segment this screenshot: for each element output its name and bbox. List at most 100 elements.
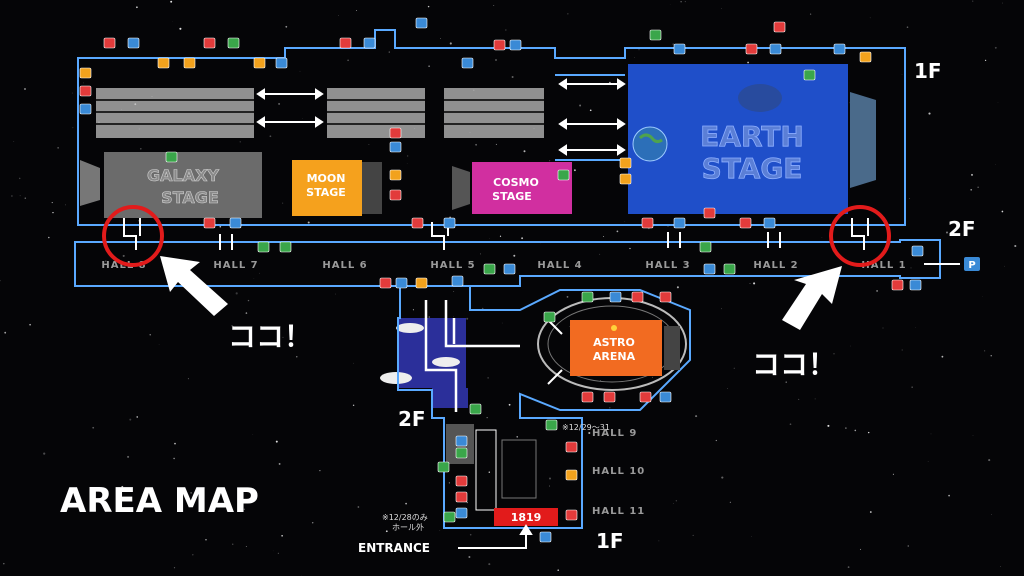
star (907, 545, 909, 547)
star (57, 147, 59, 149)
star (51, 202, 53, 204)
food-icon (183, 57, 196, 69)
star (928, 112, 931, 115)
star (521, 237, 524, 240)
cosmo-stage[interactable]: COSMO STAGE (452, 162, 572, 214)
star (909, 197, 911, 199)
star (275, 440, 278, 443)
wheelchair-icon (443, 511, 456, 523)
star (495, 143, 497, 145)
booth-1819-label: 1819 (511, 511, 542, 524)
star (859, 548, 862, 550)
star (589, 109, 592, 112)
star (876, 289, 879, 292)
star (1002, 2, 1003, 4)
star (121, 485, 124, 488)
hall-10-label: HALL 10 (592, 466, 645, 477)
star (488, 471, 491, 473)
hall-4-label: HALL 4 (537, 260, 582, 271)
star (867, 431, 870, 434)
building-1f-outline (77, 29, 906, 226)
star (235, 292, 238, 295)
star (557, 569, 559, 571)
star (385, 530, 388, 533)
star (869, 511, 872, 513)
star (65, 204, 67, 206)
elevator-icon (79, 103, 92, 115)
star (129, 418, 132, 421)
star (406, 155, 409, 157)
star (499, 235, 502, 237)
food-icon (79, 67, 92, 79)
elevator-icon (363, 37, 376, 49)
astro-arena[interactable]: ASTRO ARENA (537, 297, 687, 391)
star (910, 267, 912, 269)
star (3, 562, 5, 565)
astro-star-icon (611, 325, 617, 331)
food-icon (157, 57, 170, 69)
star (449, 42, 452, 45)
earth-stage-line1: EARTH (700, 120, 804, 153)
star (798, 398, 800, 400)
star (356, 10, 357, 11)
star (616, 230, 619, 233)
restroom-icon (639, 391, 652, 403)
star (282, 202, 284, 204)
star (566, 296, 569, 298)
star (252, 434, 254, 435)
star (475, 143, 477, 146)
star (269, 135, 272, 138)
booth-1819[interactable] (494, 508, 558, 526)
elevator-icon (275, 57, 288, 69)
earth-stage[interactable]: EARTH STAGE (628, 64, 876, 214)
hall-3-label: HALL 3 (645, 260, 690, 271)
first-aid-icon (649, 29, 662, 41)
elevator-icon (415, 17, 428, 29)
entrance-label[interactable]: ENTRANCE (358, 541, 430, 555)
star (994, 46, 997, 49)
galaxy-stage[interactable]: GALAXY STAGE (80, 152, 262, 218)
star (749, 282, 751, 284)
star (453, 291, 455, 292)
star (603, 236, 605, 238)
star (139, 147, 142, 150)
star (906, 26, 909, 29)
star (122, 254, 125, 257)
restroom-icon (455, 491, 468, 503)
star (412, 309, 414, 311)
star (357, 506, 360, 508)
star (205, 539, 207, 541)
moon-stage-line1: MOON (307, 172, 346, 185)
star (149, 334, 151, 336)
star (405, 502, 407, 505)
first-aid-icon (483, 263, 496, 275)
restroom-icon (659, 291, 672, 303)
star (493, 5, 495, 6)
restroom-icon (103, 37, 116, 49)
star (833, 353, 835, 355)
star (487, 377, 489, 379)
star (495, 59, 497, 61)
star (285, 25, 288, 28)
wheelchair-icon (699, 241, 712, 253)
date-note-3: ホール外 (392, 522, 424, 532)
star (353, 362, 354, 364)
star (948, 494, 950, 497)
elevator-icon (455, 435, 468, 447)
star (72, 127, 74, 129)
star (448, 482, 451, 484)
star (428, 316, 431, 318)
star (588, 431, 591, 435)
elevator-icon (455, 507, 468, 519)
star (721, 8, 722, 9)
star (282, 336, 284, 338)
elevator-icon (389, 141, 402, 153)
hall-5-label: HALL 5 (430, 260, 475, 271)
parking-icon[interactable]: P (964, 257, 980, 271)
star (501, 322, 503, 324)
moon-stage[interactable]: MOON STAGE (292, 160, 382, 216)
cosmo-stage-line2: STAGE (492, 190, 532, 203)
star (388, 51, 390, 53)
star (882, 327, 884, 329)
